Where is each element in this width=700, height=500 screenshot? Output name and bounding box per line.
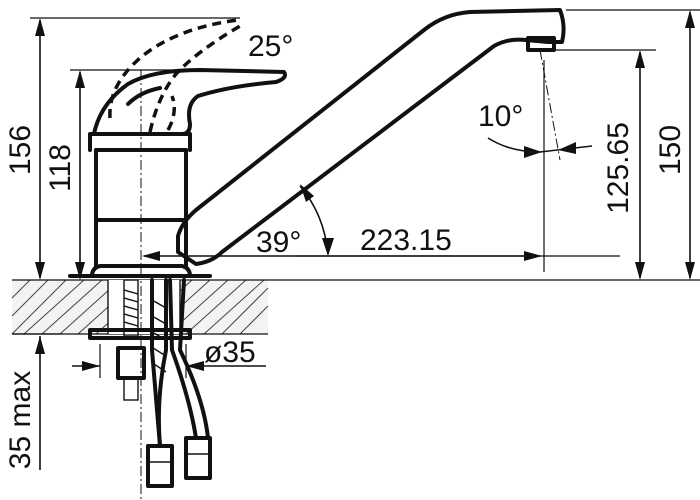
label-spout-height: 150	[654, 125, 687, 175]
dimension-hole-diameter: ø35	[72, 336, 266, 378]
label-outlet-height: 125.65	[602, 122, 635, 214]
label-spout-angle: 39°	[256, 226, 301, 259]
label-body-height: 118	[44, 144, 77, 192]
label-counter-thickness: 35 max	[4, 371, 37, 469]
label-total-height: 156	[4, 125, 37, 175]
lever-handle	[92, 68, 287, 136]
dimension-outlet-height: 125.65	[548, 49, 656, 280]
dimension-spout-angle-reach: 39° 223.15	[142, 60, 620, 272]
label-lever-angle: 25°	[248, 30, 293, 63]
dimension-total-height: 156	[4, 17, 240, 280]
label-spout-tilt: 10°	[478, 100, 523, 133]
supply-hoses	[88, 278, 212, 488]
dimension-counter-thickness: 35 max	[4, 333, 60, 470]
faucet-body	[68, 70, 212, 500]
dimension-spout-height: 150	[566, 9, 700, 280]
dimension-spout-tilt: 10°	[478, 100, 593, 158]
dimension-body-height: 118	[44, 69, 200, 280]
spout	[176, 8, 566, 266]
label-spout-reach: 223.15	[360, 224, 452, 257]
label-hole-diameter: ø35	[204, 336, 256, 369]
lever-raised-outline	[108, 18, 241, 133]
countertop	[11, 279, 700, 335]
